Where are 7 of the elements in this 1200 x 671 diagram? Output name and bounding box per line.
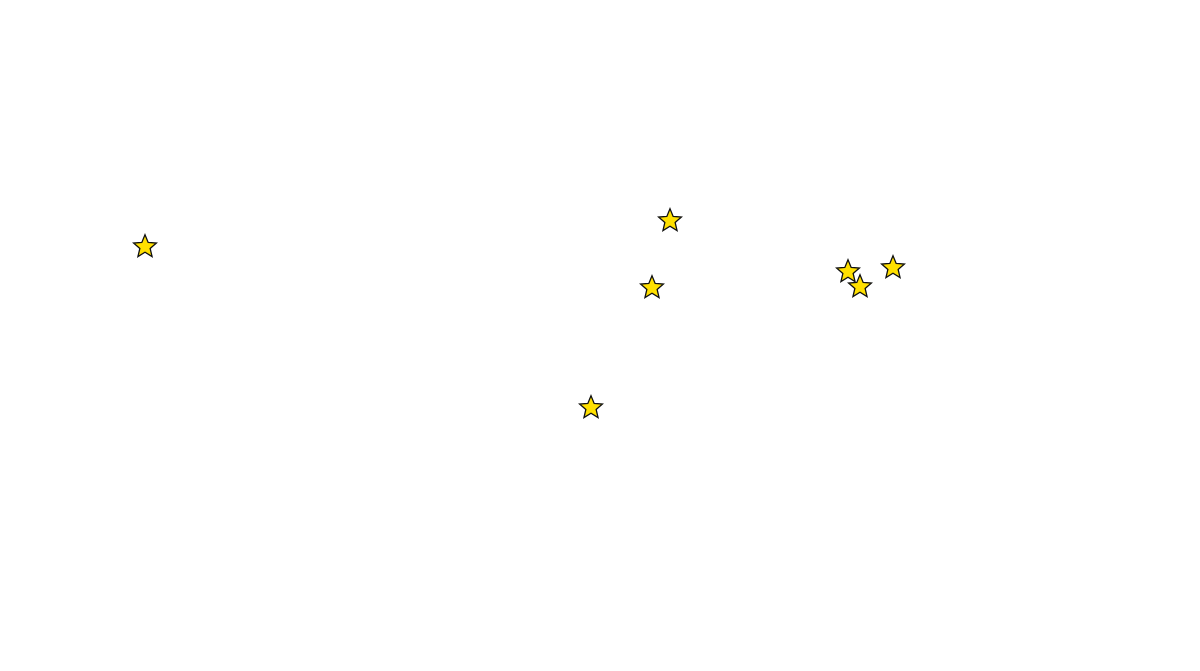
- star-icon: [847, 273, 873, 299]
- star-icon: [880, 254, 906, 280]
- star-icon: [639, 274, 665, 300]
- star-icon: [132, 233, 158, 259]
- star-icon: [657, 207, 683, 233]
- star-icon: [835, 258, 861, 284]
- star-icon: [578, 394, 604, 420]
